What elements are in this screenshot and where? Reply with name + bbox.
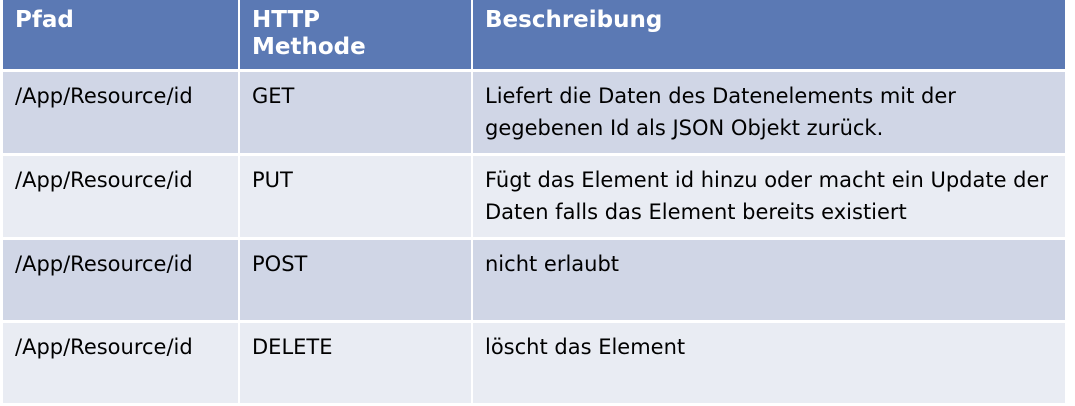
column-header-description: Beschreibung — [471, 0, 1065, 72]
column-header-method-line1: HTTP — [252, 7, 321, 33]
column-header-path: Pfad — [3, 0, 239, 72]
table-row: /App/Resource/id POST nicht erlaubt — [3, 238, 1065, 323]
cell-path: /App/Resource/id — [3, 70, 239, 156]
cell-path: /App/Resource/id — [3, 238, 239, 323]
cell-description: nicht erlaubt — [471, 238, 1065, 323]
table-row: /App/Resource/id GET Liefert die Daten d… — [3, 70, 1065, 156]
table-row: /App/Resource/id DELETE löscht das Eleme… — [3, 321, 1065, 406]
cell-description: löscht das Element — [471, 321, 1065, 406]
table-row: /App/Resource/id PUT Fügt das Element id… — [3, 154, 1065, 240]
cell-method: GET — [238, 70, 472, 156]
cell-description: Liefert die Daten des Datenelements mit … — [471, 70, 1065, 156]
cell-path: /App/Resource/id — [3, 321, 239, 406]
cell-method: POST — [238, 238, 472, 323]
column-header-method-line2: Methode — [252, 34, 366, 60]
cell-path: /App/Resource/id — [3, 154, 239, 240]
cell-method: PUT — [238, 154, 472, 240]
cell-description: Fügt das Element id hinzu oder macht ein… — [471, 154, 1065, 240]
cell-method: DELETE — [238, 321, 472, 406]
